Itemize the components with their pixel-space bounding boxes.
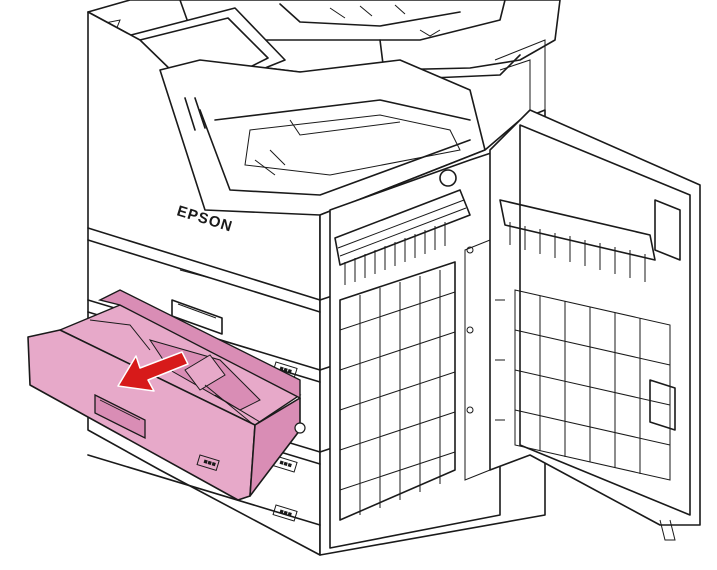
right-side-interior xyxy=(329,149,501,549)
tray-label-2: ■■■ xyxy=(202,458,216,468)
pull-direction-arrow-icon xyxy=(117,351,189,392)
tray-label-1: ■■■ xyxy=(278,365,292,375)
right-cover-open[interactable] xyxy=(489,109,701,541)
roller-fins-left xyxy=(344,222,446,285)
tray-release-knob xyxy=(294,422,306,434)
roller-fins-door xyxy=(509,222,646,282)
tray-label-4: ■■■ xyxy=(278,508,292,518)
tray-label-3: ■■■ xyxy=(278,459,292,469)
